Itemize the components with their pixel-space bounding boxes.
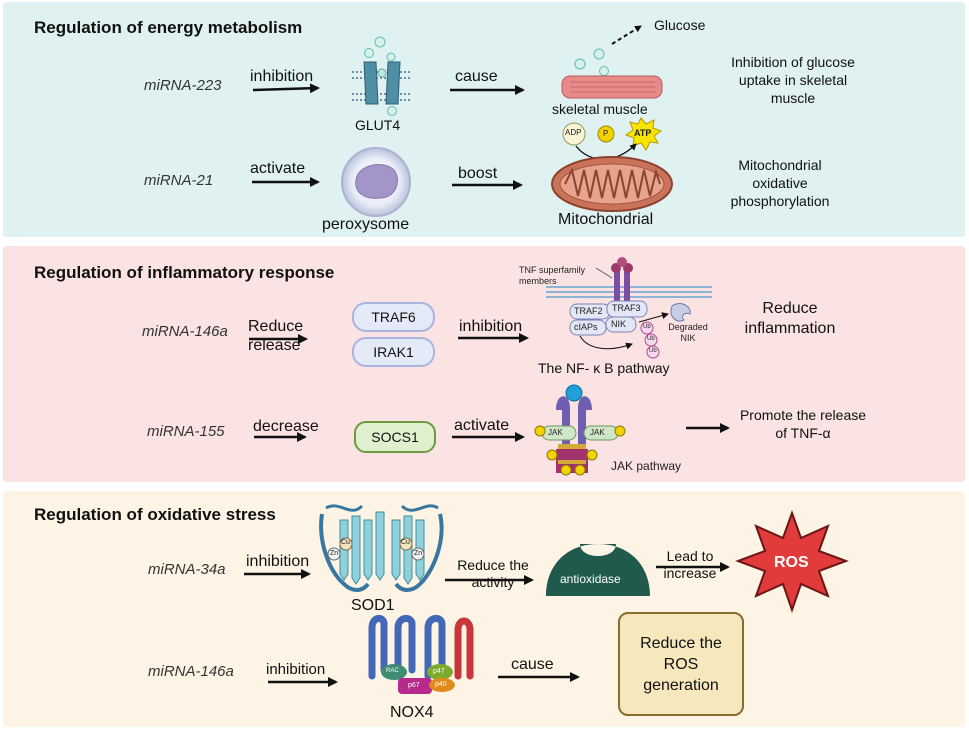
row4-verb2: activate xyxy=(454,417,510,434)
jak-pathway-label: JAK pathway xyxy=(611,459,682,473)
glucose-molecules-icon xyxy=(574,48,609,76)
irak1-node: IRAK1 xyxy=(352,337,435,367)
mirna-146a-label-1: miRNA-146a xyxy=(142,323,228,340)
degraded-nik-label: Degraded NIK xyxy=(668,322,708,343)
row6-verb1: inhibition xyxy=(266,661,326,678)
nik-label: NIK xyxy=(611,319,627,329)
section-title-oxidative: Regulation of oxidative stress xyxy=(34,505,276,524)
row2-verb2: boost xyxy=(458,165,498,182)
ub-label-2: Ub xyxy=(647,336,655,342)
mirna-223-label: miRNA-223 xyxy=(144,77,222,94)
ros-burst-icon xyxy=(735,510,849,614)
row3-verb2: inhibition xyxy=(459,318,523,335)
p47-label: p47 xyxy=(433,668,445,675)
row5-verb2: Reduce the activity xyxy=(457,557,529,590)
row3-verb1: Reduce release xyxy=(248,318,304,354)
row2-outcome: Mitochondrial oxidative phosphorylation xyxy=(730,157,830,209)
row1-verb1: inhibition xyxy=(250,68,314,85)
sod1-label: SOD1 xyxy=(351,597,395,614)
oxidative-stress-panel xyxy=(3,491,965,727)
phosphate-label: P xyxy=(603,129,609,138)
rac-label: RAC xyxy=(386,668,399,674)
traf6-node: TRAF6 xyxy=(352,302,435,332)
cu-label-right: Cu xyxy=(401,539,410,546)
arrow-glucose-dashed xyxy=(611,25,642,45)
atp-label: ATP xyxy=(634,128,652,138)
skeletal-muscle-icon xyxy=(561,75,663,99)
section-title-inflammatory: Regulation of inflammatory response xyxy=(34,263,335,282)
energy-metabolism-panel xyxy=(3,2,965,237)
row4-verb1: decrease xyxy=(253,418,319,435)
mirna-21-label: miRNA-21 xyxy=(144,172,214,189)
nox4-protein-icon xyxy=(368,615,474,694)
glut4-label: GLUT4 xyxy=(355,117,401,133)
p67-label: p67 xyxy=(408,682,420,689)
nox4-label: NOX4 xyxy=(390,704,434,721)
glucose-label: Glucose xyxy=(654,17,706,33)
traf2-label: TRAF2 xyxy=(574,306,603,316)
row1-outcome: Inhibition of glucose uptake in skeletal… xyxy=(731,54,855,106)
ros-generation-box: Reduce the ROS generation xyxy=(618,612,744,716)
section-title-energy: Regulation of energy metabolism xyxy=(34,18,303,37)
skeletal-muscle-label: skeletal muscle xyxy=(552,101,648,117)
jak-label-left: JAK xyxy=(548,428,563,437)
jak-label-right: JAK xyxy=(590,428,605,437)
antioxidase-label: antioxidase xyxy=(560,572,621,586)
zn-label-right: Zn xyxy=(414,550,423,557)
ciaps-label: cIAPs xyxy=(574,322,598,332)
traf3-label: TRAF3 xyxy=(612,303,641,313)
peroxysome-label: peroxysome xyxy=(322,216,410,233)
mitochondrion-icon xyxy=(551,156,673,212)
mirna-34a-label: miRNA-34a xyxy=(148,561,226,578)
row1-verb2: cause xyxy=(455,68,498,85)
p40-label: p40 xyxy=(435,681,447,688)
adp-label: ADP xyxy=(565,128,582,137)
ros-label: ROS xyxy=(774,554,809,571)
mitochondrial-label: Mitochondrial xyxy=(558,211,654,228)
row6-verb2: cause xyxy=(511,656,554,673)
row2-verb1: activate xyxy=(250,160,306,177)
mirna-146a-label-2: miRNA-146a xyxy=(148,663,234,680)
tnf-superfamily-label: TNF superfamily members xyxy=(519,265,586,286)
sod1-protein-icon xyxy=(319,504,444,592)
socs1-node: SOCS1 xyxy=(354,421,436,453)
adp-p-atp-icon xyxy=(562,117,663,160)
arrow-row1-inhibition xyxy=(252,83,320,94)
cu-label-left: Cu xyxy=(341,539,350,546)
row5-verb1: inhibition xyxy=(246,553,310,570)
zn-label-left: Zn xyxy=(330,550,339,557)
nfkb-pathway-icon xyxy=(546,257,712,359)
nfkb-pathway-label: The NF- κ B pathway xyxy=(538,360,670,376)
row4-outcome: Promote the release of TNF-α xyxy=(739,407,867,441)
antioxidase-icon xyxy=(546,544,650,596)
inflammatory-response-panel xyxy=(3,246,965,482)
ub-label-1: Ub xyxy=(643,324,651,330)
row5-verb3: Lead to increase xyxy=(663,548,717,581)
glut4-transporter-icon xyxy=(352,36,412,116)
jak-pathway-icon xyxy=(534,384,626,476)
row3-outcome: Reduce inflammation xyxy=(744,300,836,337)
mirna-155-label: miRNA-155 xyxy=(147,423,225,440)
ub-label-3: Ub xyxy=(649,348,657,354)
peroxysome-icon xyxy=(341,147,411,217)
